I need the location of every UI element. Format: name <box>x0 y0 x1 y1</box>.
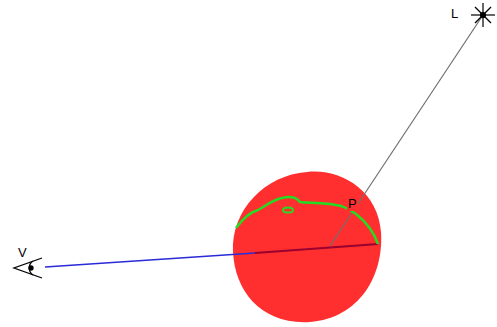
view-ray <box>45 253 255 267</box>
ray-inside-sphere <box>255 244 378 253</box>
eye-symbol <box>14 258 42 278</box>
sphere <box>233 172 381 323</box>
curve-loop <box>283 208 293 213</box>
light-symbol <box>471 3 495 27</box>
point-label: P <box>347 197 358 211</box>
viewer-label: V <box>18 246 27 260</box>
intersection-curve <box>236 197 378 244</box>
light-label: L <box>451 7 458 21</box>
